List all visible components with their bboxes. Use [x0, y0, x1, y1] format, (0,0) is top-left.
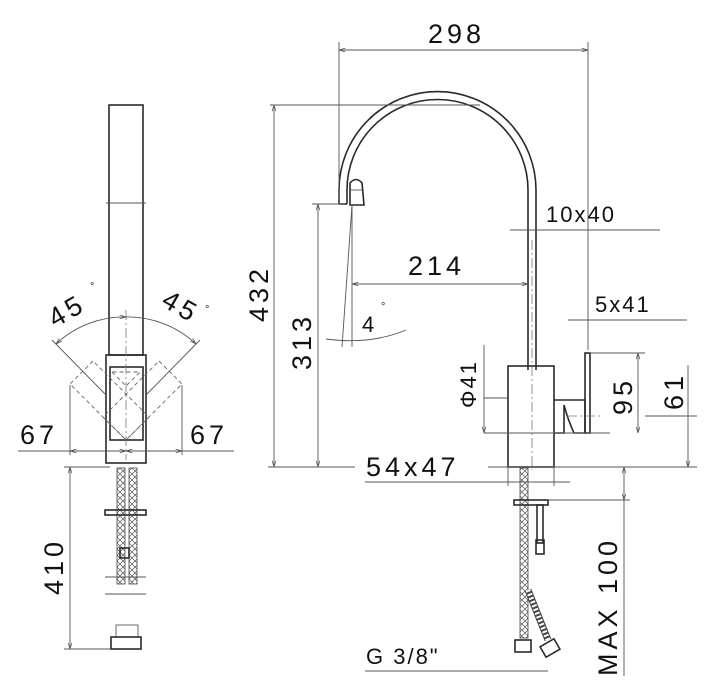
spout-tube-label: 10x40: [546, 202, 616, 227]
lever-height-dimension: 95: [590, 352, 645, 433]
thread-label: G 3/8": [366, 644, 440, 669]
body-diameter-label: Φ41: [456, 360, 481, 408]
thread-dimension: G 3/8": [365, 644, 548, 672]
spout-reach-dimension: 214: [352, 251, 528, 284]
reach-total-label: 298: [428, 19, 485, 49]
base-dimension: 54x47: [365, 452, 697, 486]
offset-left-label: 67: [20, 420, 58, 450]
front-view: 45 ° 45 ° 67 67: [18, 104, 234, 650]
lever-plate-dimension: 5x41: [568, 238, 687, 350]
outlet-angle-dimension: 4 °: [325, 204, 407, 348]
deck-thickness-dimension: MAX 100: [548, 467, 630, 676]
max-deck-label: MAX 100: [593, 537, 623, 676]
lever-pivot-dimension: 61: [645, 365, 697, 467]
spout-reach-total-dimension: 298: [338, 19, 589, 240]
spout-tube-dimension: 10x40: [510, 202, 660, 231]
side-view: 298 10x40 214 4 ° 432 313: [244, 19, 697, 676]
hose-length-dimension: 410: [39, 466, 110, 650]
angle-left-label: 45: [43, 288, 91, 333]
supply-hoses-front: [104, 467, 147, 650]
degree-symbol: °: [90, 281, 94, 293]
hose-length-label: 410: [39, 538, 69, 595]
supply-hoses-side: [513, 467, 562, 659]
swivel-dashed-handles: [69, 360, 183, 441]
outlet-angle-label: 4: [362, 312, 376, 337]
reach-label: 214: [408, 251, 465, 281]
outlet-height-label: 313: [287, 313, 317, 370]
angle-right-label: 45: [157, 284, 205, 329]
base-size-label: 54x47: [366, 452, 460, 482]
body-diameter-dimension: Φ41: [456, 345, 610, 434]
degree-symbol: °: [381, 301, 385, 313]
handle-offset-dimension: 67 67: [18, 385, 234, 455]
total-height-label: 432: [244, 265, 274, 322]
offset-right-label: 67: [190, 420, 228, 450]
lever-pivot-label: 61: [659, 372, 689, 410]
body-side: [507, 365, 555, 468]
lever-plate-label: 5x41: [595, 292, 651, 317]
lever-height-label: 95: [608, 377, 638, 415]
degree-symbol: °: [205, 304, 209, 316]
lever-side: [554, 352, 600, 434]
height-dimensions: 432 313: [244, 104, 480, 468]
